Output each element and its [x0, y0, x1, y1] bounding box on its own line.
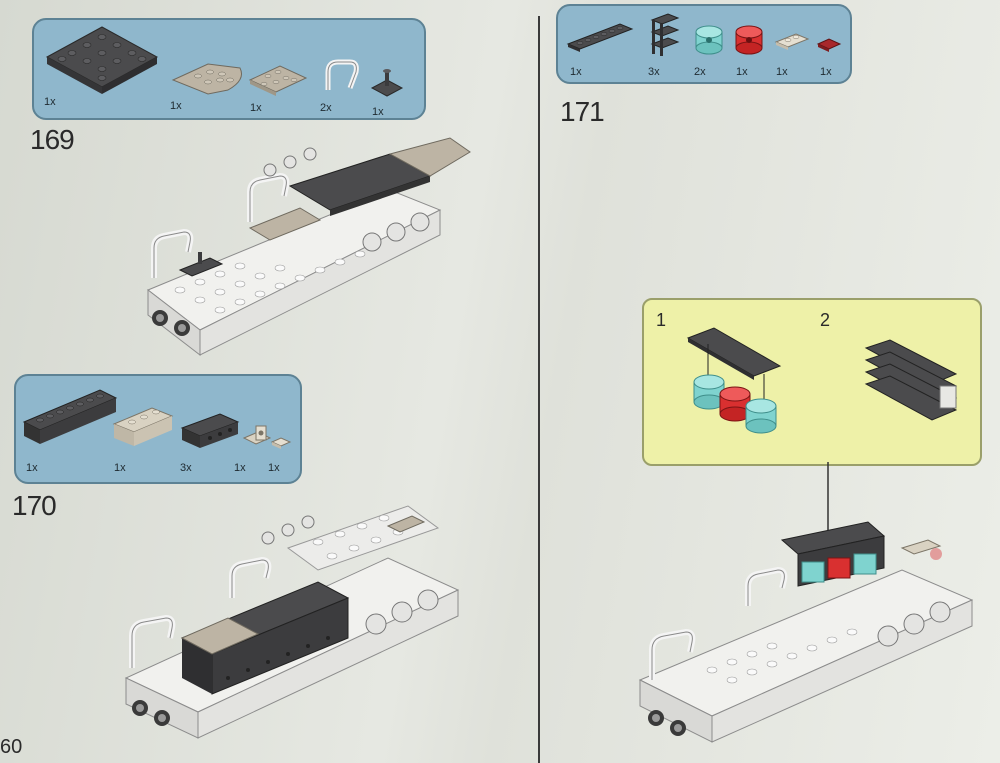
- white-handle-bar-icon: [325, 59, 359, 90]
- dark-brick-2x8-icon: [22, 389, 118, 444]
- tan-brick-2x4-icon: [112, 407, 174, 446]
- part-qty: 1x: [26, 462, 38, 474]
- part-qty: 1x: [250, 102, 262, 114]
- part-qty: 1x: [736, 66, 748, 78]
- step-number: 170: [12, 490, 57, 521]
- step-number: 169: [30, 124, 75, 155]
- part-qty: 1x: [776, 66, 788, 78]
- tan-plate-1x2-icon: [774, 33, 810, 50]
- part-qty: 2x: [694, 66, 706, 78]
- parts-box-170: 1x 1x 3x 1x 1x: [14, 374, 302, 484]
- dark-technic-brick-icon: [180, 413, 240, 448]
- tan-wedge-plate-icon: [171, 63, 242, 95]
- part-qty: 1x: [170, 100, 182, 112]
- part-qty: 1x: [44, 96, 56, 108]
- substep-2-illustration: [864, 339, 958, 421]
- trans-red-round-brick-icon: [735, 25, 763, 55]
- dark-plate-with-pin-icon: [370, 69, 404, 97]
- part-qty: 1x: [234, 462, 246, 474]
- substep-number: 1: [656, 310, 667, 330]
- trans-teal-round-brick-icon: [695, 25, 723, 55]
- parts-box-169: 1x 1x 1x 2x 1x: [32, 18, 426, 120]
- part-qty: 1x: [114, 462, 126, 474]
- sub-assembly-callout: 1 2: [642, 298, 982, 466]
- part-qty: 1x: [570, 66, 582, 78]
- part-qty: 1x: [820, 66, 832, 78]
- part-qty: 1x: [268, 462, 280, 474]
- part-qty: 3x: [180, 462, 192, 474]
- parts-box-171: 1x 3x 2x 1x 1x 1x: [556, 4, 852, 84]
- tan-bracket-icon: [242, 425, 272, 445]
- assembly-illustration-170: [124, 505, 460, 739]
- page-divider: [538, 16, 540, 763]
- dark-plate-1x6-icon: [566, 23, 634, 52]
- dark-red-tile-icon: [816, 38, 842, 52]
- dark-plate-8x8-icon: [45, 26, 159, 94]
- part-qty: 2x: [320, 102, 332, 114]
- substep-1-illustration: [686, 327, 782, 434]
- assembly-illustration-171: [638, 521, 974, 743]
- part-qty: 1x: [372, 106, 384, 118]
- part-qty: 3x: [648, 66, 660, 78]
- page-number: 60: [0, 736, 23, 758]
- assembly-illustration-169: [147, 137, 471, 357]
- step-number: 171: [560, 96, 605, 127]
- tan-plate-2x4-icon: [248, 65, 308, 96]
- substep-number: 2: [820, 310, 831, 330]
- dark-slope-stack-icon: [650, 13, 680, 56]
- tan-tile-1x1-icon: [270, 437, 292, 449]
